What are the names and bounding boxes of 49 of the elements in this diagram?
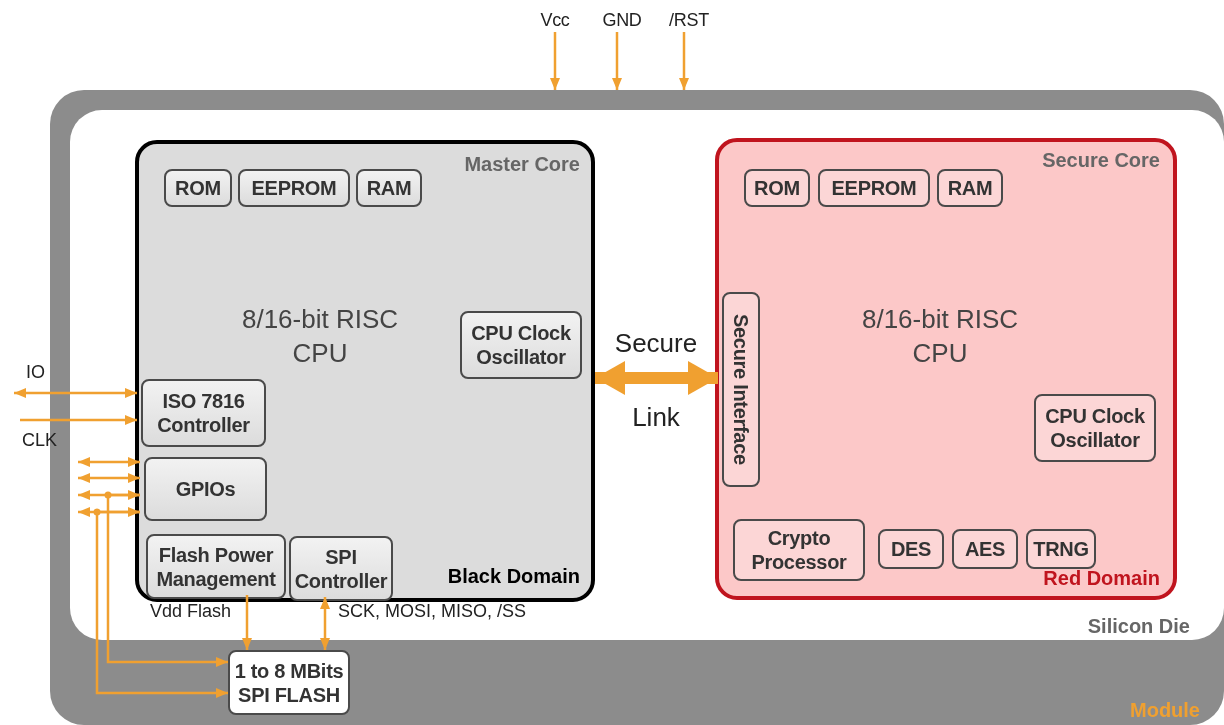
edge-label: SCK, MOSI, MISO, /SS [338, 601, 527, 622]
rng-block: TRNG [1026, 529, 1096, 569]
controller-block: ISO 7816 Controller [141, 379, 266, 447]
arrow [550, 32, 560, 90]
core-panel [135, 140, 595, 602]
crypto-block: AES [952, 529, 1018, 569]
pin-label: GND [595, 8, 649, 32]
arrow [20, 415, 137, 425]
arrow [78, 457, 140, 467]
memory-block: RAM [937, 169, 1003, 207]
memory-block: RAM [356, 169, 422, 207]
power-block: Flash Power Management [146, 534, 286, 599]
pin-label: /RST [662, 8, 716, 32]
memory-block: ROM [744, 169, 810, 207]
cpu-label: 8/16-bit RISC CPU [240, 303, 400, 370]
arrow [95, 510, 228, 698]
arrow [595, 361, 718, 395]
panel-title: Secure Core [1041, 148, 1160, 173]
memory-block: EEPROM [238, 169, 350, 207]
edge-label: Secure Link [613, 327, 699, 434]
cpu-label: 8/16-bit RISC CPU [860, 303, 1020, 370]
arrow [320, 597, 330, 650]
core-panel [715, 138, 1177, 600]
arrow [612, 32, 622, 90]
oscillator-block: CPU Clock Oscillator [1034, 394, 1156, 462]
controller-block: SPI Controller [289, 536, 393, 601]
flash-chip: 1 to 8 MBits SPI FLASH [228, 650, 350, 715]
die-label: Silicon Die [1086, 614, 1190, 639]
pin-label: Vcc [533, 8, 577, 32]
memory-block: ROM [164, 169, 232, 207]
arrow [106, 493, 228, 667]
module-label: Module [1129, 698, 1200, 723]
edge-label: Vdd Flash [150, 601, 232, 622]
arrow [78, 473, 140, 483]
die-panel [70, 110, 1224, 640]
panel-title: Master Core [463, 152, 580, 177]
crypto-block: DES [878, 529, 944, 569]
memory-block: EEPROM [818, 169, 930, 207]
domain-label: Red Domain [1042, 566, 1160, 591]
arrow [242, 595, 252, 650]
processor-block: Crypto Processor [733, 519, 865, 581]
arrow [679, 32, 689, 90]
edge-label: IO [26, 362, 45, 383]
interface-block: Secure Interface [722, 292, 760, 487]
oscillator-block: CPU Clock Oscillator [460, 311, 582, 379]
domain-label: Black Domain [446, 564, 580, 589]
edge-label: CLK [22, 430, 57, 451]
gpio-block: GPIOs [144, 457, 267, 521]
arrow [14, 388, 137, 398]
